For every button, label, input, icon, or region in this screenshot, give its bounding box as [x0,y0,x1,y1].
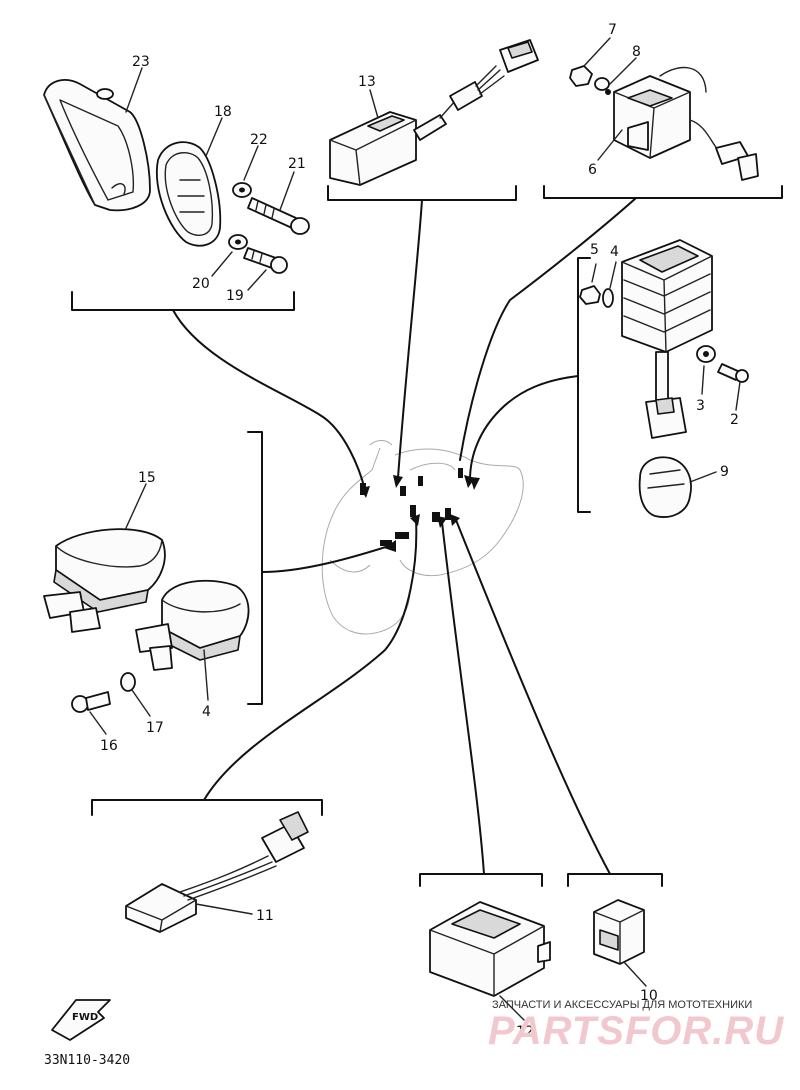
callout-17: 17 [146,720,164,736]
lens-18 [155,141,222,247]
callout-8: 8 [632,44,641,60]
watermark-tagline: ЗАПЧАСТИ И АКСЕССУАРЫ ДЛЯ МОТОТЕХНИКИ [492,999,752,1011]
callout-12: 12 [516,1024,534,1040]
callout-15: 15 [138,470,156,486]
turn-signal-housing-23 [43,79,151,212]
mount-point [410,505,416,517]
washer-20 [228,234,248,250]
callout-3: 3 [696,398,705,414]
callout-22: 22 [250,132,268,148]
callout-10: 10 [640,988,658,1004]
screw-21 [247,197,310,235]
leader-lines [172,197,637,875]
callout-13: 13 [358,74,376,90]
cap-9 [638,456,692,518]
washer-4-right [602,288,614,308]
mount-point [445,508,451,520]
callout-5: 5 [590,242,599,258]
washer-8 [594,77,611,95]
callout-18: 18 [214,104,232,120]
watermark-brand: PARTSFOR.RU [488,1009,784,1053]
mount-point [418,476,423,486]
nut-5 [579,285,601,305]
mount-point [395,532,409,539]
screw-2 [717,363,749,383]
callout-pointers [89,37,741,1021]
callout-23: 23 [132,54,150,70]
group-brackets [71,185,783,887]
relay-6 [613,66,759,181]
callout-2: 2 [730,412,739,428]
callout-4-right: 4 [610,244,619,260]
callout-7: 7 [608,22,617,38]
callout-9: 9 [720,464,729,480]
frame-mounting-area [321,440,524,635]
horn-15 [43,528,166,633]
horn-4 [135,579,250,671]
washer-22 [232,182,252,198]
callout-20: 20 [192,276,210,292]
washer-17 [120,672,136,692]
watermark: ЗАПЧАСТИ И АКСЕССУАРЫ ДЛЯ МОТОТЕХНИКИ PA… [488,999,784,1053]
relay-10 [593,899,645,965]
callout-4-horn: 4 [202,704,211,720]
callout-6: 6 [588,162,597,178]
relay-unit-13 [329,39,539,186]
mount-point [432,512,440,522]
mount-point [458,468,463,478]
front-direction-arrow: FWD [51,999,111,1041]
mount-point [380,540,392,546]
screw-19 [243,247,288,274]
callout-11: 11 [256,908,274,924]
mount-point [400,486,406,496]
callout-19: 19 [226,288,244,304]
control-unit-12 [429,901,551,997]
sensor-harness-11 [125,811,309,933]
bolt-16 [71,691,111,713]
nut-7 [569,65,593,87]
rectifier-regulator [621,239,713,439]
callout-16: 16 [100,738,118,754]
diagram-code: 33N110-3420 [44,1053,130,1068]
callout-labels: 23 18 22 21 20 19 13 7 8 6 5 4 3 2 9 15 … [100,22,739,1040]
callout-21: 21 [288,156,306,172]
washer-3 [696,345,716,363]
fwd-label: FWD [72,1012,98,1023]
